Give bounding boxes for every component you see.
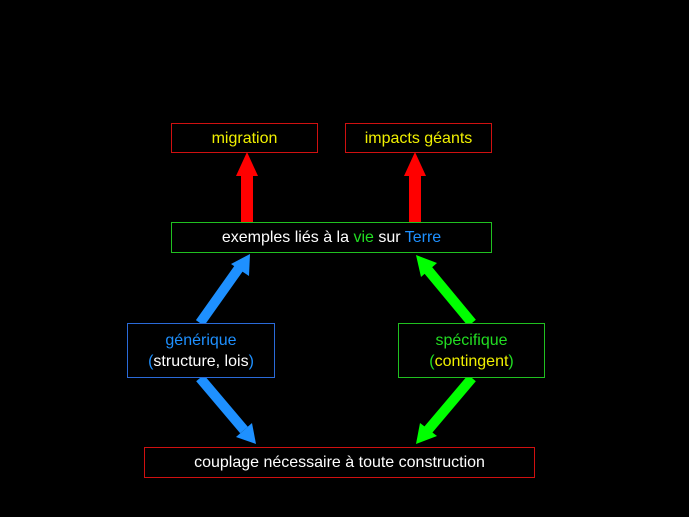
exemples-text-part1: exemples liés à la bbox=[221, 229, 354, 246]
exemples-box: exemples liés à la vie sur Terre bbox=[171, 222, 492, 253]
specifique-box: spécifique (contingent) bbox=[398, 323, 545, 378]
exemples-label: exemples liés à la vie sur Terre bbox=[222, 227, 441, 248]
couplage-box: couplage nécessaire à toute construction bbox=[144, 447, 535, 478]
red-arrow-right bbox=[404, 152, 426, 222]
generique-title: générique bbox=[165, 331, 237, 349]
red-arrow-left bbox=[236, 152, 258, 222]
blue-arrow-up bbox=[195, 254, 250, 326]
couplage-label: couplage nécessaire à toute construction bbox=[194, 454, 485, 471]
specifique-open-paren: ( bbox=[429, 352, 435, 370]
exemples-text-terre: Terre bbox=[404, 229, 442, 246]
generique-box: générique (structure, lois) bbox=[127, 323, 275, 378]
green-arrow-down bbox=[416, 374, 476, 444]
generique-close-paren: ) bbox=[248, 352, 254, 370]
blue-arrow-down bbox=[196, 374, 256, 444]
generique-open-paren: ( bbox=[148, 352, 154, 370]
generique-detail: structure, lois bbox=[153, 352, 249, 370]
specifique-close-paren: ) bbox=[508, 352, 514, 370]
exemples-text-vie: vie bbox=[353, 229, 374, 246]
exemples-text-part2: sur bbox=[373, 229, 405, 246]
impacts-box: impacts géants bbox=[345, 123, 492, 153]
migration-box: migration bbox=[171, 123, 318, 153]
generique-content: générique (structure, lois) bbox=[148, 330, 254, 372]
green-arrow-up bbox=[416, 255, 476, 327]
generique-detail-line: (structure, lois) bbox=[148, 351, 254, 372]
specifique-title: spécifique bbox=[435, 331, 508, 349]
specifique-detail-line: (contingent) bbox=[429, 351, 514, 372]
specifique-content: spécifique (contingent) bbox=[429, 330, 514, 372]
migration-label: migration bbox=[211, 129, 278, 147]
specifique-detail: contingent bbox=[434, 352, 509, 370]
impacts-label: impacts géants bbox=[364, 129, 473, 147]
